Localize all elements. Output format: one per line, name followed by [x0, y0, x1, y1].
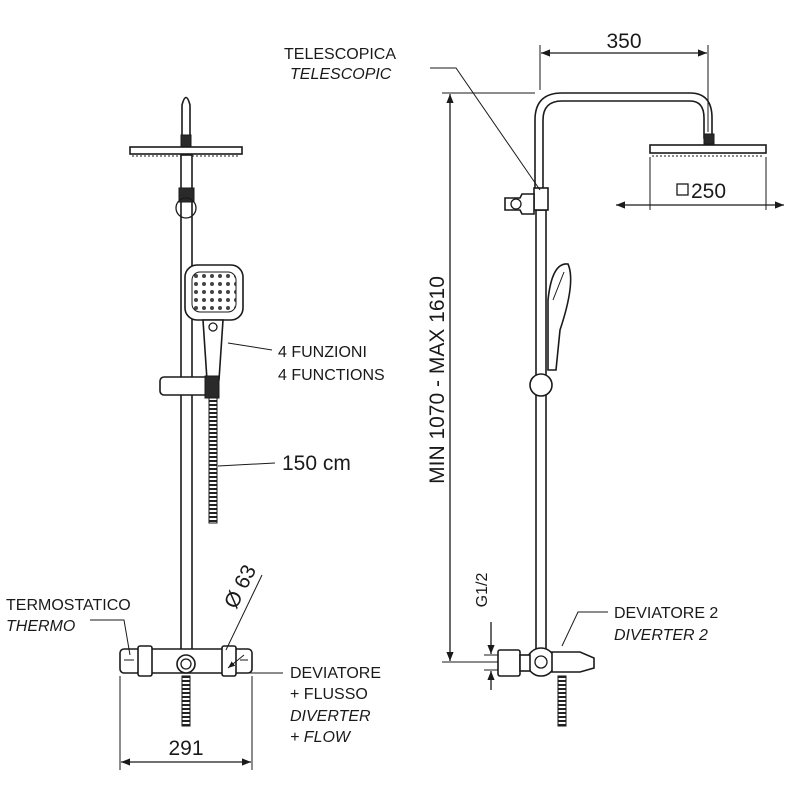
side-hand-shower: [547, 263, 572, 371]
label-flusso: + FLUSSO: [290, 686, 368, 703]
front-bottom-hose: [181, 675, 191, 727]
front-view: 291: [90, 96, 283, 770]
label-diameter: Ø 63: [220, 561, 261, 612]
label-functions: 4 FUNCTIONS: [278, 367, 385, 384]
side-shower-head: [649, 144, 767, 154]
front-hand-shower: [184, 264, 244, 381]
front-thermostatic-valve: [119, 645, 253, 677]
front-shower-head: [129, 146, 243, 155]
label-thermo: THERMO: [6, 618, 75, 635]
label-telescopic: TELESCOPIC: [290, 66, 392, 83]
side-telescopic-clamp: [533, 187, 549, 211]
dim-250-label: 250: [691, 180, 726, 203]
dim-height-label: MIN 1070 - MAX 1610: [426, 276, 449, 484]
label-flow: + FLOW: [290, 729, 352, 746]
label-termostatico: TERMOSTATICO: [6, 597, 131, 614]
label-deviatore: DEVIATORE: [290, 665, 381, 682]
side-bottom-hose: [557, 675, 567, 727]
side-clamp-knob: [504, 193, 535, 215]
square-outline-icon: [676, 183, 689, 196]
front-arm-nut: [180, 134, 192, 148]
label-funzioni: 4 FUNZIONI: [278, 344, 367, 361]
front-top-arm: [181, 96, 191, 146]
label-hose-length: 150 cm: [282, 452, 351, 475]
side-top-arm: [534, 92, 713, 191]
side-slider-knob: [529, 373, 553, 397]
side-main-pipe: [535, 209, 547, 651]
label-telescopica: TELESCOPICA: [284, 46, 396, 63]
label-diverter: DIVERTER: [290, 708, 371, 725]
label-diverter2: DIVERTER 2: [614, 627, 708, 644]
dim-350-label: 350: [606, 30, 641, 53]
dim-g12-label: G1/2: [474, 573, 491, 608]
side-valve: [497, 647, 595, 677]
side-view: 350 250 MIN 1070 - MAX 1610 G1/2: [426, 30, 784, 727]
front-main-pipe: [180, 154, 193, 656]
dim-291-label: 291: [168, 737, 203, 760]
label-deviatore2: DEVIATORE 2: [614, 605, 718, 622]
front-hose: [208, 397, 218, 524]
